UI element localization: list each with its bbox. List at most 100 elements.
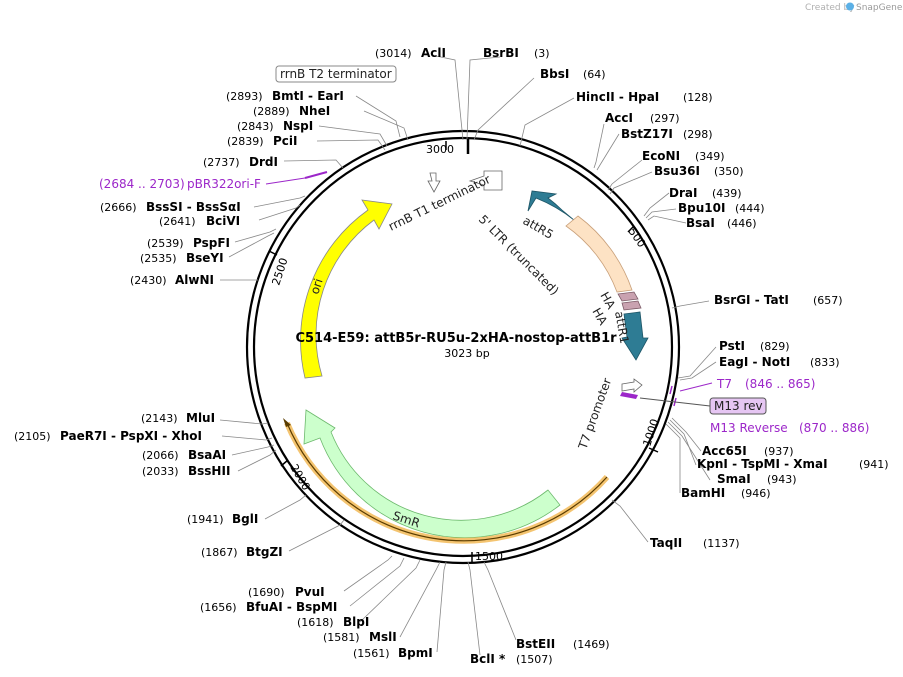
pbr322ori-f-leader	[265, 177, 306, 185]
site-bsu36i[interactable]: Bsu36I	[654, 164, 700, 178]
attr5-label: attR5	[521, 213, 556, 241]
site-bamhi[interactable]: BamHI	[681, 486, 725, 500]
site-pspfi[interactable]: PspFI	[193, 236, 230, 250]
smr-orf-arrowhead	[283, 418, 291, 427]
attr1-label: attR1	[612, 310, 631, 345]
site-pos-drai: (439)	[712, 187, 742, 200]
tick-1000: 1000	[640, 417, 661, 448]
site-bfuai-bspmi[interactable]: BfuAI - BspMI	[246, 600, 337, 614]
site-pos-smai: (943)	[767, 473, 797, 486]
brand-label: SnapGene	[856, 3, 903, 13]
site-smai[interactable]: SmaI	[717, 472, 751, 486]
smr-feature[interactable]	[303, 409, 561, 539]
site-pos-bamhi: (946)	[741, 487, 771, 500]
site-pos-bgli: (1941)	[187, 513, 224, 526]
site-pos-acci: (297)	[650, 112, 680, 125]
site-bgli[interactable]: BglI	[232, 512, 258, 526]
tick-3000: 3000	[426, 143, 454, 156]
site-pos-btgzi: (1867)	[201, 546, 238, 559]
site-bsteii[interactable]: BstEII	[516, 637, 555, 651]
site-pos-eagi-noti: (833)	[810, 356, 840, 369]
m13-reverse-label[interactable]: M13 Reverse	[710, 421, 788, 435]
site-taqii[interactable]: TaqII	[650, 536, 682, 550]
site-bpu10i[interactable]: Bpu10I	[678, 201, 725, 215]
plasmid-title: C514-E59: attB5r-RU5u-2xHA-nostop-attB1r	[295, 331, 617, 346]
site-bsaai[interactable]: BsaAI	[188, 448, 226, 462]
rrnb-t2-terminator-label: rrnB T2 terminator	[280, 67, 392, 81]
site-paer7i-pspxi-xhoi[interactable]: PaeR7I - PspXI - XhoI	[60, 429, 202, 443]
site-pos-bfuai-bspmi: (1656)	[200, 601, 237, 614]
site-alwni[interactable]: AlwNI	[175, 273, 214, 287]
site-econi[interactable]: EcoNI	[642, 149, 680, 163]
site-pos-bbsi: (64)	[583, 68, 606, 81]
site-psti[interactable]: PstI	[719, 339, 745, 353]
site-bsssi-bsssai[interactable]: BssSI - BssSαI	[146, 200, 241, 214]
site-drdi[interactable]: DrdI	[249, 155, 278, 169]
site-pos-nspi: (2843)	[237, 120, 274, 133]
m13-reverse-range[interactable]: (870 .. 886)	[799, 421, 869, 435]
site-pos-psti: (829)	[760, 340, 790, 353]
ori-feature[interactable]	[300, 199, 393, 379]
site-pos-pvui: (1690)	[248, 586, 285, 599]
rrnb-t1-terminator-feature[interactable]	[468, 170, 503, 191]
site-bsrbi[interactable]: BsrBI	[483, 46, 519, 60]
site-bstz17i[interactable]: BstZ17I	[621, 127, 673, 141]
tick-1500: 1500	[475, 550, 503, 563]
t7-label[interactable]: T7	[716, 377, 732, 391]
site-bpmi[interactable]: BpmI	[398, 646, 433, 660]
site-kpni-tspmi-xmai[interactable]: KpnI - TspMI - XmaI	[697, 457, 828, 471]
site-bbsi[interactable]: BbsI	[540, 67, 569, 81]
pbr322ori-f-range[interactable]: (2684 .. 2703)	[99, 177, 185, 191]
site-blpi[interactable]: BlpI	[343, 615, 369, 629]
site-msli[interactable]: MslI	[369, 630, 397, 644]
site-pos-econi: (349)	[695, 150, 725, 163]
t7-range[interactable]: (846 .. 865)	[745, 377, 815, 391]
site-hincii-hpai[interactable]: HincII - HpaI	[576, 90, 659, 104]
rrnb-t2-terminator-feature[interactable]	[427, 172, 441, 193]
site-bsshii[interactable]: BssHII	[188, 464, 230, 478]
site-bcivi[interactable]: BciVI	[206, 214, 240, 228]
site-leaders	[219, 55, 717, 656]
site-pos-acc65i: (937)	[764, 445, 794, 458]
site-bsai[interactable]: BsaI	[686, 216, 715, 230]
site-acc65i[interactable]: Acc65I	[702, 444, 747, 458]
site-pos-bcivi: (2641)	[159, 215, 196, 228]
site-acli[interactable]: AclI	[421, 46, 446, 60]
site-pos-blpi: (1618)	[297, 616, 334, 629]
site-acci[interactable]: AccI	[605, 111, 633, 125]
attr5-feature[interactable]	[527, 190, 575, 221]
site-nhei[interactable]: NheI	[299, 104, 330, 118]
site-eagi-noti[interactable]: EagI - NotI	[719, 355, 790, 369]
ha-tag-2[interactable]	[621, 300, 642, 311]
primers: (2684 .. 2703) pBR322ori-F T7 (846 .. 86…	[99, 171, 869, 435]
site-bseyi[interactable]: BseYI	[186, 251, 224, 265]
site-pcii[interactable]: PciI	[273, 134, 298, 148]
site-mlui[interactable]: MluI	[186, 411, 215, 425]
site-btgzi[interactable]: BtgZI	[246, 545, 283, 559]
backbone-outer-ring	[245, 129, 681, 565]
site-pos-pcii: (2839)	[227, 135, 264, 148]
site-pos-paer7i: (2105)	[14, 430, 51, 443]
site-bmti-eari[interactable]: BmtI - EarI	[272, 89, 344, 103]
site-drai[interactable]: DraI	[669, 186, 697, 200]
pbr322ori-f-label[interactable]: pBR322ori-F	[187, 177, 261, 191]
site-pos-drdi: (2737)	[203, 156, 240, 169]
t7-promoter-feature[interactable]	[621, 378, 643, 393]
site-pos-bsrbi: (3)	[534, 47, 550, 60]
snapgene-logo-icon	[846, 2, 854, 11]
smr-orf-line	[286, 422, 608, 542]
site-pos-bmti-eari: (2893)	[226, 90, 263, 103]
m13-rev-label[interactable]: M13 rev	[714, 399, 763, 413]
ha-tag-1[interactable]	[617, 291, 639, 302]
ltr-feature[interactable]	[565, 215, 633, 293]
site-nspi[interactable]: NspI	[283, 119, 313, 133]
created-by-label: Created by	[805, 3, 855, 13]
site-pos-mlui: (2143)	[141, 412, 178, 425]
site-pos-bpu10i: (444)	[735, 202, 765, 215]
site-pvui[interactable]: PvuI	[295, 585, 325, 599]
site-bcli[interactable]: BclI *	[470, 652, 506, 666]
site-bsrgi-tati[interactable]: BsrGI - TatI	[714, 293, 789, 307]
site-pos-bsshii: (2033)	[142, 465, 179, 478]
attr1-feature[interactable]	[621, 311, 649, 361]
